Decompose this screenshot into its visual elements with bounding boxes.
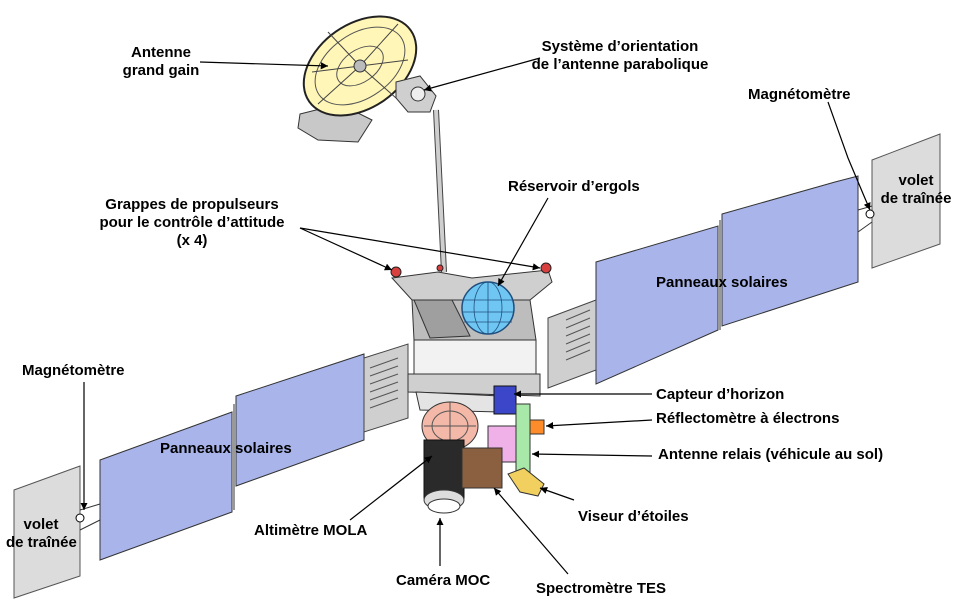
relay-antenna	[515, 403, 531, 475]
thruster-right	[540, 262, 552, 274]
label-line: Antenne	[131, 44, 191, 61]
label-line: de traînée	[880, 190, 952, 207]
high-gain-antenna	[297, 15, 447, 273]
left-solar-panel-outer	[99, 411, 233, 561]
label-reservoir: Réservoir d’ergols	[508, 178, 640, 195]
left-array-hinge	[363, 343, 409, 433]
label-camera: Caméra MOC	[396, 572, 491, 589]
left-solar-array	[13, 343, 409, 599]
thruster-left	[390, 266, 402, 278]
label-line: pour le contrôle d’attitude	[99, 214, 285, 231]
label-altimetre: Altimètre MOLA	[254, 522, 368, 539]
label-systeme-orientation: Système d’orientation de l’antenne parab…	[510, 38, 730, 74]
leader-lines	[80, 57, 871, 575]
label-line: de traînée	[6, 534, 77, 551]
left-solar-panel-inner	[235, 353, 365, 487]
label-spectrometre: Spectromètre TES	[536, 580, 667, 597]
spacecraft-bus	[390, 262, 553, 413]
label-panneaux-left: Panneaux solaires	[160, 440, 292, 457]
right-array-hinge	[547, 299, 597, 389]
right-solar-panel-inner	[595, 225, 719, 385]
label-reflectometre: Réflectomètre à électrons	[656, 410, 840, 427]
reflectometer	[529, 419, 545, 435]
label-volet-right: volet de traînée	[876, 172, 956, 208]
label-antenne-grand-gain: Antenne grand gain	[106, 44, 216, 80]
moc-camera	[423, 439, 465, 514]
label-antenne-relais: Antenne relais (véhicule au sol)	[658, 446, 884, 463]
label-line: Système d’orientation	[541, 38, 699, 55]
bus-mid	[413, 339, 537, 375]
right-solar-array	[547, 133, 941, 389]
tes-spectrometer	[461, 447, 503, 489]
label-magnetometre-left: Magnétomètre	[22, 362, 125, 379]
star-tracker	[507, 467, 545, 497]
label-line: volet	[898, 172, 934, 189]
label-grappes-propulseurs: Grappes de propulseurs pour le contrôle …	[84, 196, 300, 250]
horizon-sensor	[493, 385, 517, 415]
label-line: volet	[23, 516, 59, 533]
label-viseur: Viseur d’étoiles	[578, 508, 689, 525]
label-volet-left: volet de traînée	[6, 516, 77, 552]
label-line: grand gain	[122, 62, 200, 79]
left-drag-flap	[13, 465, 81, 599]
label-capteur-horizon: Capteur d’horizon	[656, 386, 785, 403]
label-panneaux-right: Panneaux solaires	[656, 274, 788, 291]
right-solar-panel-outer	[721, 175, 859, 327]
propellant-tank	[461, 281, 515, 335]
label-line: (x 4)	[176, 232, 208, 249]
right-drag-flap	[871, 133, 941, 269]
label-magnetometre-right: Magnétomètre	[748, 86, 851, 103]
label-line: de l’antenne parabolique	[531, 56, 709, 73]
label-line: Grappes de propulseurs	[105, 196, 279, 213]
instruments	[421, 385, 545, 514]
